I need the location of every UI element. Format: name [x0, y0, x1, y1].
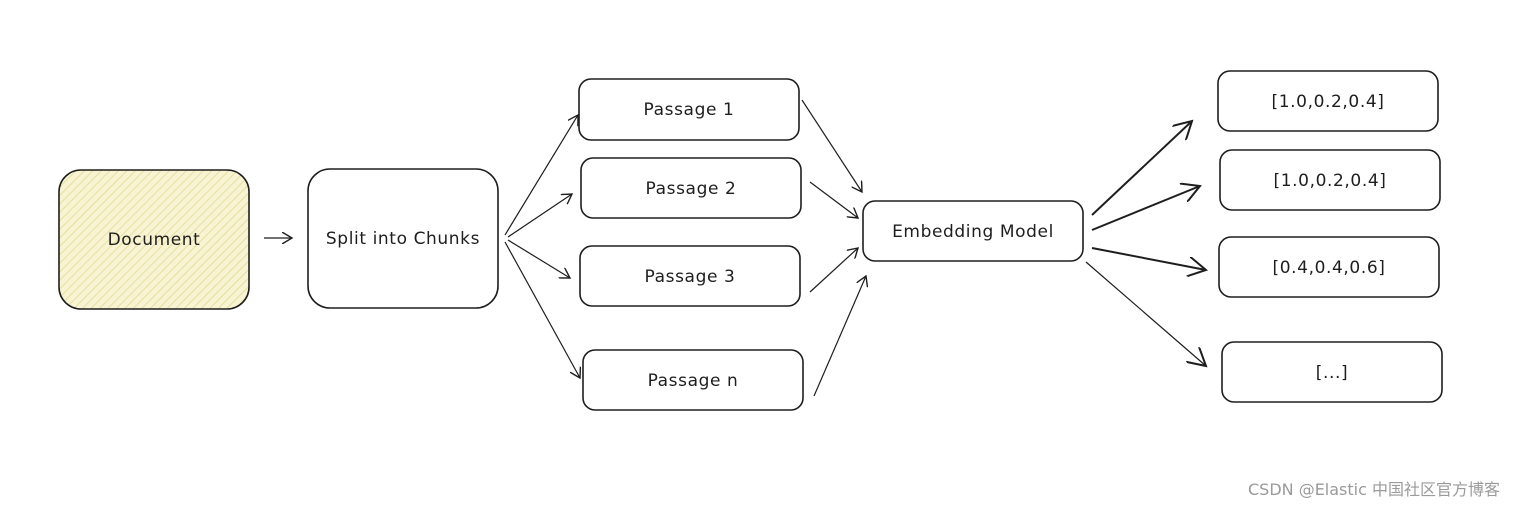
vector-node-3: [0.4,0.4,0.6] [1218, 236, 1440, 298]
passage-node-2: Passage 2 [580, 157, 802, 219]
arrow-split-to-passage-1 [504, 115, 578, 236]
vector-node-n: [...] [1221, 341, 1443, 403]
passage-label-3: Passage 3 [645, 267, 736, 287]
embedding-model-label: Embedding Model [892, 222, 1054, 242]
split-node: Split into Chunks [307, 168, 499, 309]
passage-label-2: Passage 2 [646, 179, 737, 199]
vector-label-3: [0.4,0.4,0.6] [1273, 258, 1386, 278]
vector-label-2: [1.0,0.2,0.4] [1274, 171, 1387, 191]
arrow-passage-2-to-model [809, 181, 858, 218]
document-label: Document [108, 230, 201, 250]
passage-node-n: Passage n [582, 349, 804, 411]
arrow-passage-n-to-model [813, 276, 866, 397]
arrow-split-to-passage-n [504, 241, 580, 378]
passage-label-n: Passage n [648, 371, 739, 391]
passage-label-1: Passage 1 [644, 100, 735, 120]
vector-node-1: [1.0,0.2,0.4] [1217, 70, 1439, 132]
watermark-text: CSDN @Elastic 中国社区官方博客 [1247, 480, 1500, 499]
arrow-passage-3-to-model [809, 248, 858, 293]
document-node: Document [58, 169, 250, 310]
arrow-model-to-vector-n [1085, 261, 1206, 366]
arrow-split-to-passage-2 [507, 194, 572, 238]
arrow-model-to-vector-1 [1091, 121, 1192, 216]
vector-label-n: [...] [1316, 363, 1348, 383]
embedding-model-node: Embedding Model [862, 200, 1084, 262]
passage-node-1: Passage 1 [578, 78, 800, 141]
vector-label-1: [1.0,0.2,0.4] [1272, 92, 1385, 112]
passage-node-3: Passage 3 [579, 245, 801, 307]
arrow-passage-1-to-model [801, 99, 862, 192]
vector-node-2: [1.0,0.2,0.4] [1219, 149, 1441, 211]
split-label: Split into Chunks [326, 229, 480, 249]
arrow-model-to-vector-3 [1091, 247, 1206, 270]
arrow-split-to-passage-3 [507, 239, 570, 278]
arrow-model-to-vector-2 [1091, 186, 1200, 231]
